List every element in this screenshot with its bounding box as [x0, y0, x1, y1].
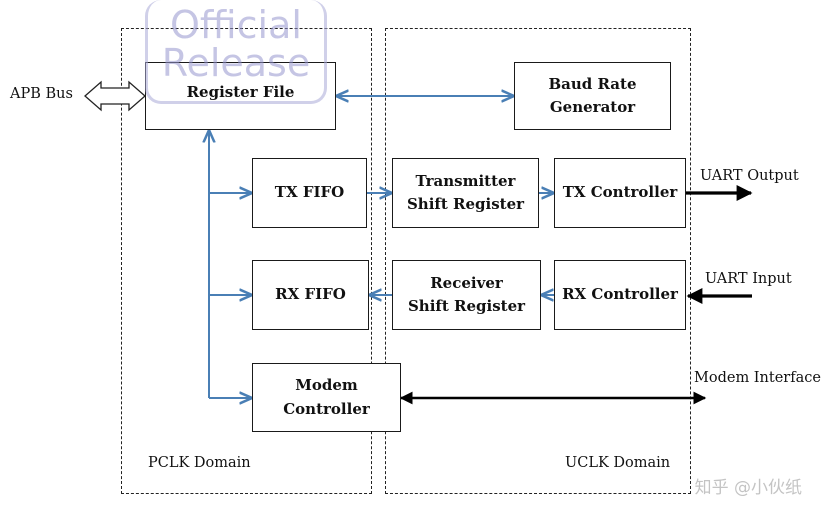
modem-interface-label: Modem Interface — [694, 370, 821, 386]
rx-controller-block: RX Controller — [554, 260, 686, 330]
uart-output-label: UART Output — [700, 168, 799, 184]
uart-input-label: UART Input — [705, 271, 792, 287]
transmitter-shift-register-block: Transmitter Shift Register — [392, 158, 539, 228]
apb-bus-label: APB Bus — [10, 86, 73, 102]
uclk-domain-label: UCLK Domain — [565, 455, 671, 471]
apb-bus-arrow — [84, 80, 146, 112]
rx-fifo-block: RX FIFO — [252, 260, 369, 330]
tx-controller-block: TX Controller — [554, 158, 686, 228]
pclk-domain-region — [121, 28, 372, 494]
baud-rate-generator-block: Baud Rate Generator — [514, 62, 671, 130]
uclk-domain-region — [385, 28, 691, 494]
modem-controller-block: Modem Controller — [252, 363, 401, 432]
pclk-domain-label: PCLK Domain — [148, 455, 251, 471]
receiver-shift-register-block: Receiver Shift Register — [392, 260, 541, 330]
zhihu-credit-watermark: 知乎 @小伙纸 — [694, 478, 802, 498]
register-file-block: Register File — [145, 62, 336, 130]
tx-fifo-block: TX FIFO — [252, 158, 367, 228]
